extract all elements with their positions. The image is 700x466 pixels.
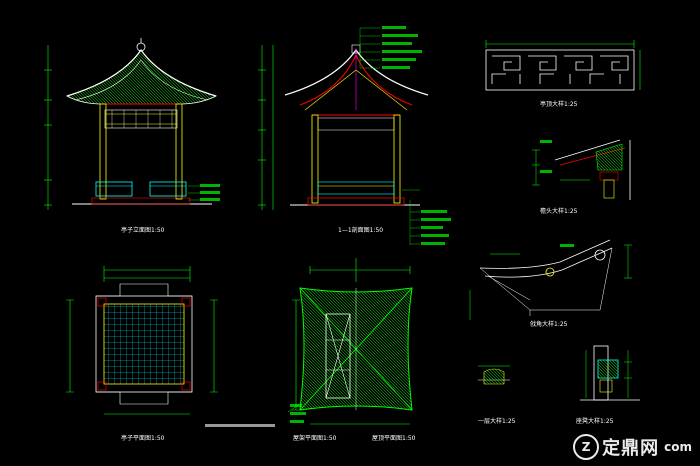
eave-detail-a-drawing: 檐头大样1:25 [532, 139, 631, 215]
eave-detail-b-title: 戗角大样1:25 [530, 320, 568, 328]
section-columns [311, 114, 401, 204]
plan-dimensions [66, 266, 218, 415]
front-lattice [104, 109, 178, 129]
section-drawing: 1—1剖面图1:50 [258, 26, 451, 245]
roof-framing-plan-title: 屋架平面图1:50 [293, 434, 337, 442]
roof-plan-title: 屋顶平面图1:50 [372, 435, 416, 442]
section-right-leaders [402, 189, 420, 245]
front-roof [65, 38, 218, 105]
railing-detail-title: 亭顶大样1:25 [540, 100, 578, 108]
detail-c-title: 一层大样1:25 [478, 417, 516, 425]
detail-d-drawing: 座凳大样1:25 [576, 345, 640, 425]
watermark: Z 定鼎网 com [573, 434, 692, 460]
section-top-notes [382, 26, 422, 69]
detail-c-drawing: 一层大样1:25 [478, 365, 516, 425]
section-railing [317, 181, 395, 195]
plan-title: 亭子平面图1:50 [121, 434, 165, 442]
detail-d-dimensions [585, 350, 632, 398]
front-columns [99, 103, 183, 200]
front-notes [200, 184, 220, 201]
front-elevation-drawing: 亭子立面图1:50 [44, 38, 220, 234]
watermark-logo-icon: Z [573, 434, 600, 460]
roof-plan-dimensions [292, 258, 411, 425]
detail-d-title: 座凳大样1:25 [576, 417, 614, 425]
front-leaders [188, 185, 200, 201]
eave-detail-b-drawing: 戗角大样1:25 [469, 239, 632, 328]
front-railing [95, 181, 187, 197]
front-elevation-title: 亭子立面图1:50 [121, 226, 165, 234]
eave-a-dimensions [532, 149, 590, 186]
watermark-brand: 定鼎网 [602, 438, 660, 459]
section-title: 1—1剖面图1:50 [338, 226, 383, 234]
railing-detail-drawing: 亭顶大样1:25 [485, 40, 641, 108]
watermark-domain: com [664, 440, 692, 454]
roof-framing-plan-drawing: 屋架平面图1:50 屋顶平面图1:50 [287, 258, 416, 442]
section-top-leaders [359, 27, 380, 69]
front-elevation-dimensions [44, 45, 52, 210]
eave-detail-a-title: 檐头大样1:25 [540, 207, 578, 215]
section-dimensions [258, 45, 274, 210]
section-roof [284, 44, 429, 131]
eave-b-dimensions [469, 244, 632, 320]
plan-drawing: 亭子平面图1:50 [66, 266, 275, 442]
section-right-notes [421, 210, 451, 245]
